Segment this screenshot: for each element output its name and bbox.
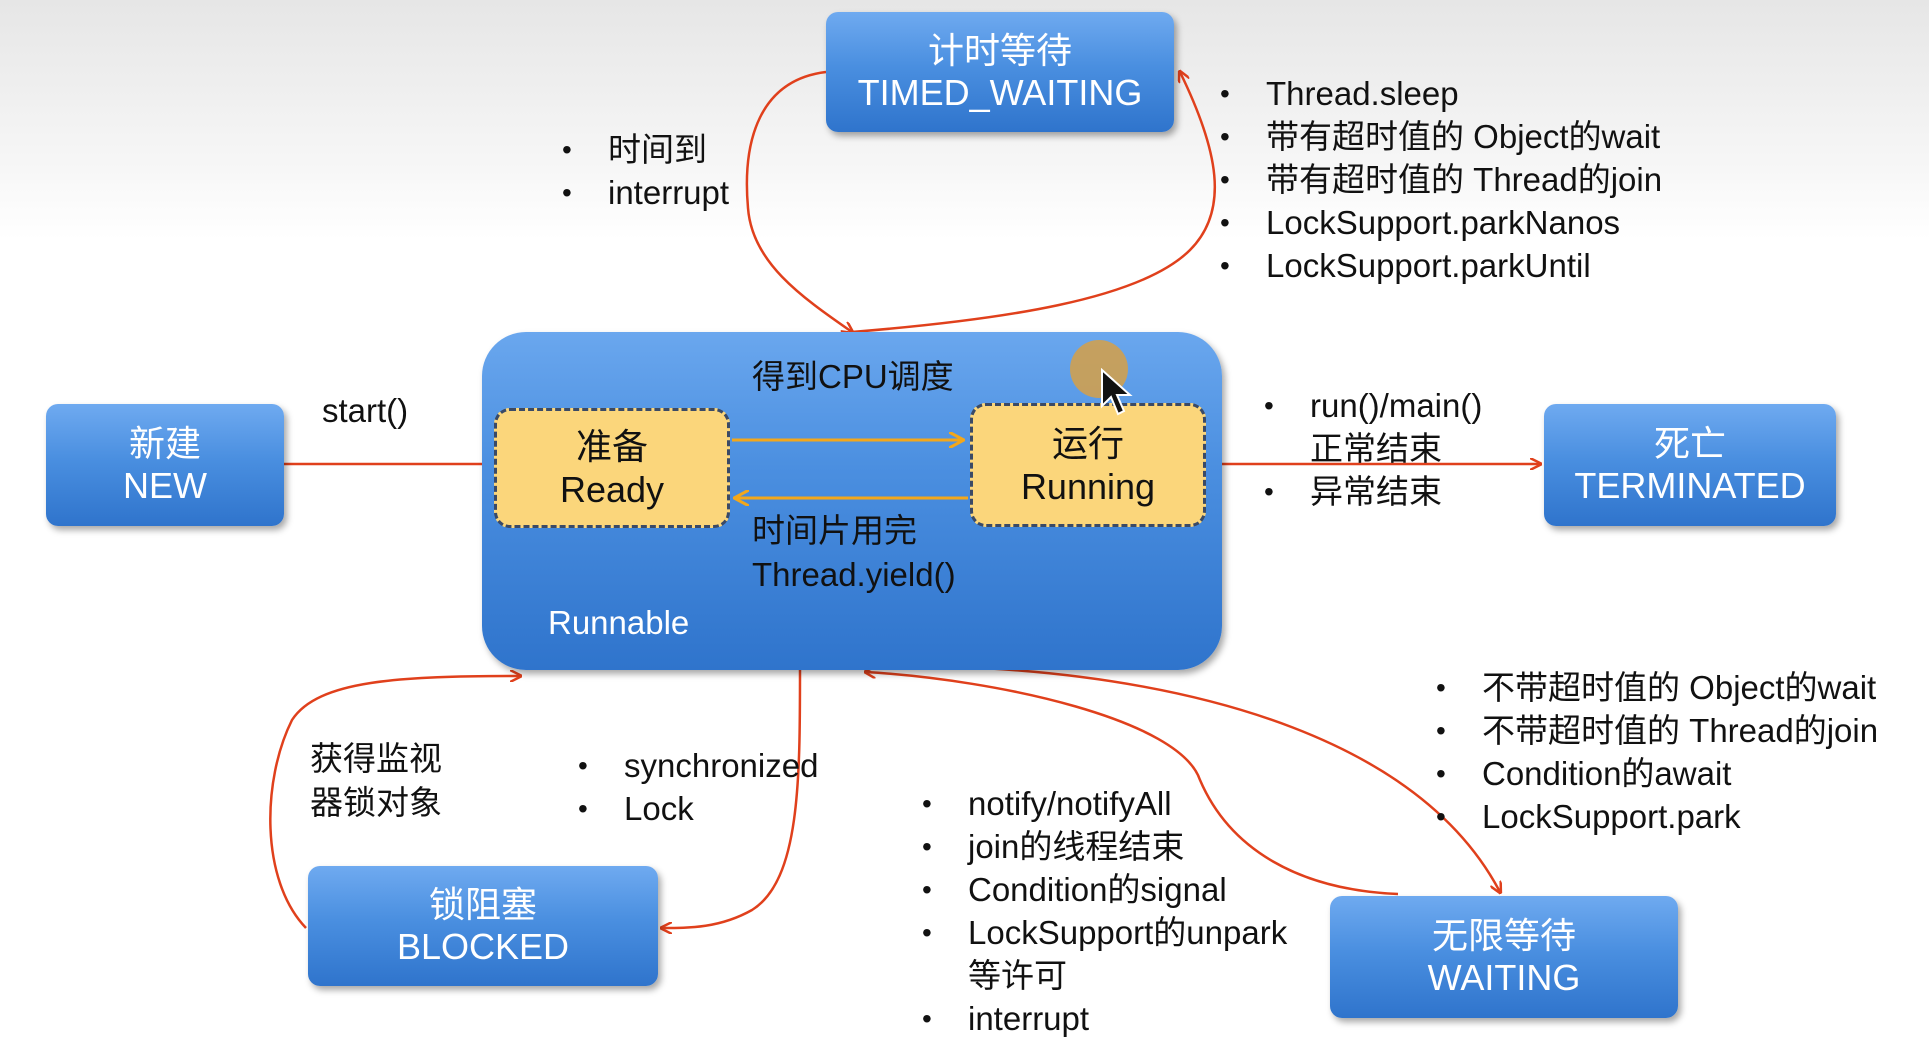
terminated-zh: 死亡 [1653,423,1726,464]
list-to-blocked: synchronized Lock [578,744,818,830]
list-item: run()/main() [1264,384,1482,427]
blocked-zh: 锁阻塞 [428,884,537,925]
list-item: 不带超时值的 Object的wait [1436,666,1878,709]
ready-substate: 准备 Ready [494,408,730,528]
list-to-terminated: run()/main() 正常结束 异常结束 [1264,384,1482,513]
list-from-waiting: notify/notifyAll join的线程结束 Condition的sig… [922,782,1287,1040]
timed-waiting-en: TIMED_WAITING [857,72,1143,113]
runnable-label: Runnable [548,604,690,641]
arrow-blocked-to-runnable [269,676,520,929]
running-zh: 运行 [1051,423,1124,464]
ready-zh: 准备 [575,426,648,467]
list-to-timed-waiting: Thread.sleep 带有超时值的 Object的wait 带有超时值的 T… [1220,72,1662,287]
list-item: interrupt [562,171,729,214]
list-item: Thread.sleep [1220,72,1662,115]
list-item: Lock [578,787,818,830]
list-item: join的线程结束 [922,825,1287,868]
state-new: 新建 NEW [46,404,284,526]
list-item: interrupt [922,997,1287,1040]
state-terminated: 死亡 TERMINATED [1544,404,1836,526]
waiting-zh: 无限等待 [1431,915,1576,956]
ready-en: Ready [559,469,665,510]
list-item: 异常结束 [1264,470,1482,513]
list-item: Condition的await [1436,752,1878,795]
label-start: start() [322,392,409,429]
list-item: LockSupport.park [1436,795,1878,838]
label-cpu-schedule: 得到CPU调度 [752,358,954,395]
list-item: notify/notifyAll [922,782,1287,825]
list-item: synchronized [578,744,818,787]
arrow-timed-waiting-to-runnable [745,70,852,332]
arrow-waiting-to-runnable [866,672,1399,896]
list-item: 不带超时值的 Thread的join [1436,709,1878,752]
list-item: 带有超时值的 Thread的join [1220,158,1662,201]
state-timed-waiting: 计时等待 TIMED_WAITING [826,12,1174,132]
mouse-pointer-icon [1101,368,1133,416]
list-item-continuation: 等许可 [922,954,1287,997]
terminated-en: TERMINATED [1574,465,1806,506]
state-waiting: 无限等待 WAITING [1330,896,1678,1018]
list-item: 时间到 [562,128,729,171]
running-en: Running [1020,466,1156,507]
timed-waiting-zh: 计时等待 [927,30,1072,71]
waiting-en: WAITING [1427,957,1581,998]
new-en: NEW [123,465,207,506]
arrow-runnable-to-timed-waiting [851,72,1216,334]
running-substate: 运行 Running [970,403,1206,527]
label-timeslice: 时间片用完 [752,512,917,549]
new-zh: 新建 [128,423,201,464]
state-blocked: 锁阻塞 BLOCKED [308,866,658,986]
list-item: LockSupport.parkNanos [1220,201,1662,244]
label-acquire-lock-1: 获得监视 [310,740,442,777]
list-item-text: 等许可 [968,957,1067,994]
list-item-continuation: 正常结束 [1264,427,1482,470]
list-item: LockSupport.parkUntil [1220,244,1662,287]
label-yield: Thread.yield() [752,556,956,593]
list-to-waiting: 不带超时值的 Object的wait 不带超时值的 Thread的join Co… [1436,666,1878,838]
label-acquire-lock-2: 器锁对象 [310,784,442,821]
list-item: Condition的signal [922,868,1287,911]
blocked-en: BLOCKED [396,926,570,967]
list-timed-return: 时间到 interrupt [562,128,729,214]
list-item: 带有超时值的 Object的wait [1220,115,1662,158]
list-item-text: 正常结束 [1310,430,1442,467]
list-item: LockSupport的unpark [922,911,1287,954]
